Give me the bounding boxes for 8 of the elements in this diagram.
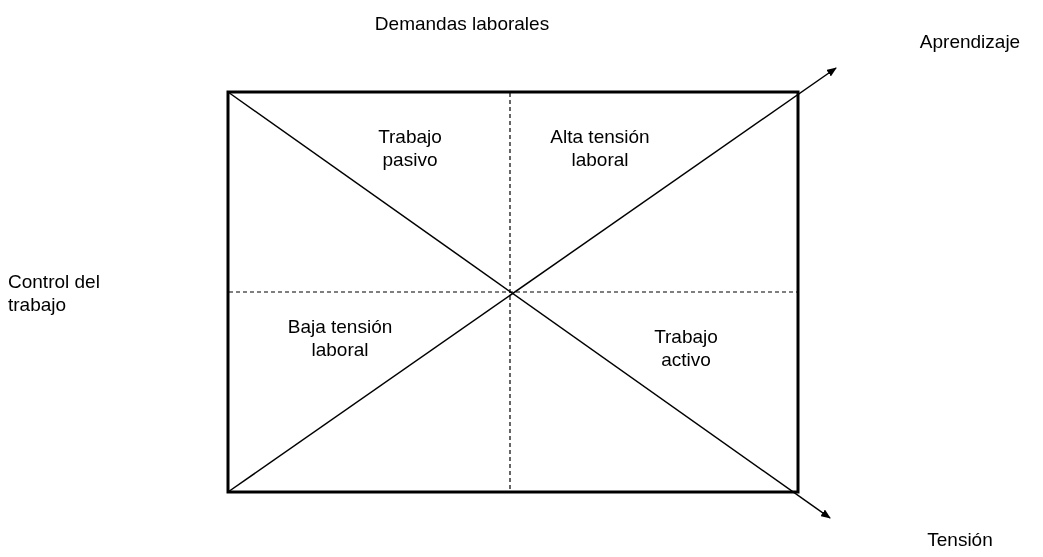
axis-title: Control del trabajo	[8, 270, 101, 316]
axis-title: Demandas laborales	[373, 12, 551, 35]
quadrant-label: Trabajo activo	[653, 325, 719, 371]
axis-label: Tensión	[926, 528, 994, 551]
axis-label: Aprendizaje	[918, 30, 1022, 53]
quadrant-label: Alta tensión laboral	[549, 125, 651, 171]
quadrant-label: Trabajo pasivo	[377, 125, 443, 171]
quadrant-label: Baja tensión laboral	[286, 315, 394, 361]
